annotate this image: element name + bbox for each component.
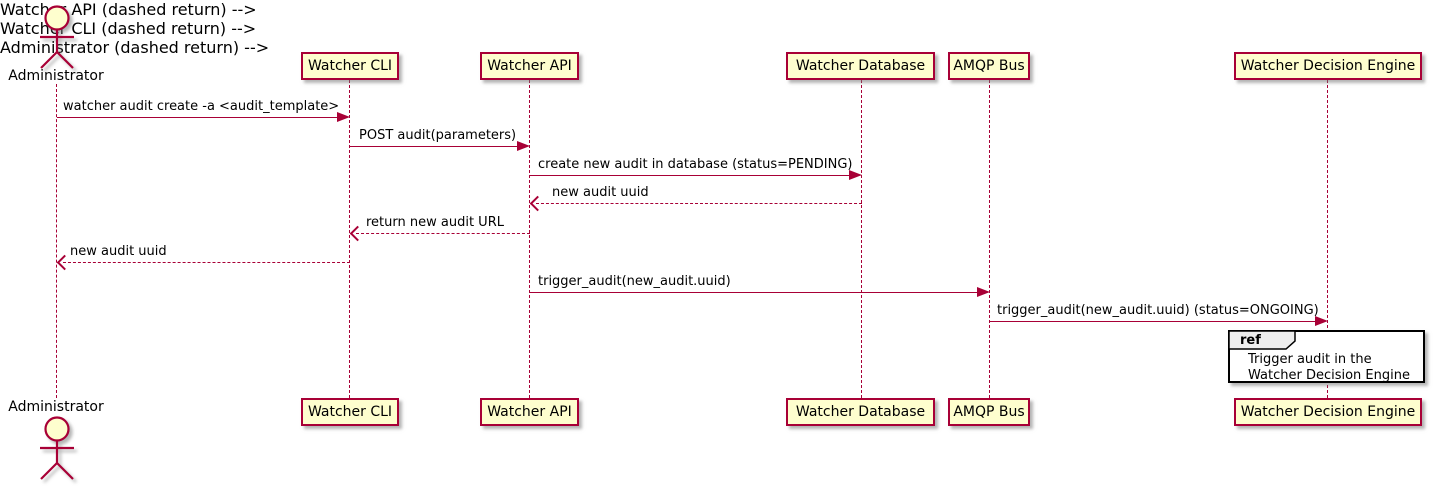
message-line — [530, 175, 851, 176]
administrator-label-bottom: Administrator — [8, 399, 104, 415]
ref-fragment: ref Trigger audit in the Watcher Decisio… — [1228, 330, 1425, 383]
participant-label: AMQP Bus — [953, 58, 1025, 74]
participant-watcher-cli-bottom: Watcher CLI — [301, 398, 399, 426]
participant-watcher-decision-engine-bottom: Watcher Decision Engine — [1234, 398, 1422, 426]
message-label: new audit uuid — [552, 185, 649, 200]
message-label: trigger_audit(new_audit.uuid) — [538, 274, 731, 289]
participant-watcher-cli-top: Watcher CLI — [301, 52, 399, 80]
message-label: trigger_audit(new_audit.uuid) (status=ON… — [997, 303, 1319, 318]
lifeline-watcher-cli — [349, 80, 350, 398]
message-label: POST audit(parameters) — [359, 128, 517, 143]
arrowhead-icon — [529, 195, 546, 212]
lifeline-amqp-bus — [989, 80, 990, 398]
message-line — [990, 321, 1317, 322]
participant-watcher-api-top: Watcher API — [480, 52, 579, 80]
participant-label: Watcher API — [487, 58, 572, 74]
arrowhead-icon — [349, 225, 366, 242]
message-line — [530, 292, 979, 293]
participant-label: Watcher Decision Engine — [1240, 58, 1416, 74]
message-label: new audit uuid — [70, 244, 167, 259]
administrator-label-top: Administrator — [8, 68, 104, 84]
participant-watcher-decision-engine-top: Watcher Decision Engine — [1234, 52, 1422, 80]
administrator-actor-icon-bottom — [40, 416, 74, 480]
participant-label: Watcher Database — [795, 58, 926, 74]
participant-watcher-database-bottom: Watcher Database — [786, 398, 935, 426]
participant-label: Watcher CLI — [307, 404, 393, 420]
arrowhead-icon — [849, 170, 862, 180]
message-label: return new audit URL — [366, 215, 504, 230]
arrowhead-icon — [977, 287, 990, 297]
ref-header-pentagon — [1229, 331, 1296, 350]
message-label: create new audit in database (status=PEN… — [538, 157, 853, 172]
lifeline-watcher-database — [861, 80, 862, 398]
message-line — [536, 203, 862, 204]
arrowhead-icon — [1315, 316, 1328, 326]
participant-label: Watcher CLI — [307, 58, 393, 74]
participant-amqp-bus-top: AMQP Bus — [948, 52, 1030, 80]
message-line — [350, 146, 519, 147]
participant-label: Watcher API — [487, 404, 572, 420]
participant-amqp-bus-bottom: AMQP Bus — [948, 398, 1030, 426]
participant-watcher-api-bottom: Watcher API — [480, 398, 579, 426]
ref-keyword: ref — [1240, 333, 1261, 348]
message-line — [57, 117, 339, 118]
participant-label: Watcher Decision Engine — [1240, 404, 1416, 420]
arrowhead-icon — [337, 112, 350, 122]
participant-label: Watcher Database — [795, 404, 926, 420]
ref-text-line1: Trigger audit in the — [1248, 352, 1372, 367]
administrator-actor-icon — [40, 5, 74, 69]
lifeline-watcher-api — [529, 80, 530, 398]
participant-watcher-database-top: Watcher Database — [786, 52, 935, 80]
lifeline-administrator — [56, 84, 57, 398]
ref-text-line2: Watcher Decision Engine — [1248, 368, 1410, 383]
message-line — [63, 262, 350, 263]
message-label: watcher audit create -a <audit_template> — [63, 99, 340, 114]
arrowhead-icon — [517, 141, 530, 151]
participant-label: AMQP Bus — [953, 404, 1025, 420]
message-line — [356, 233, 530, 234]
lifeline-watcher-decision-engine — [1327, 80, 1328, 398]
